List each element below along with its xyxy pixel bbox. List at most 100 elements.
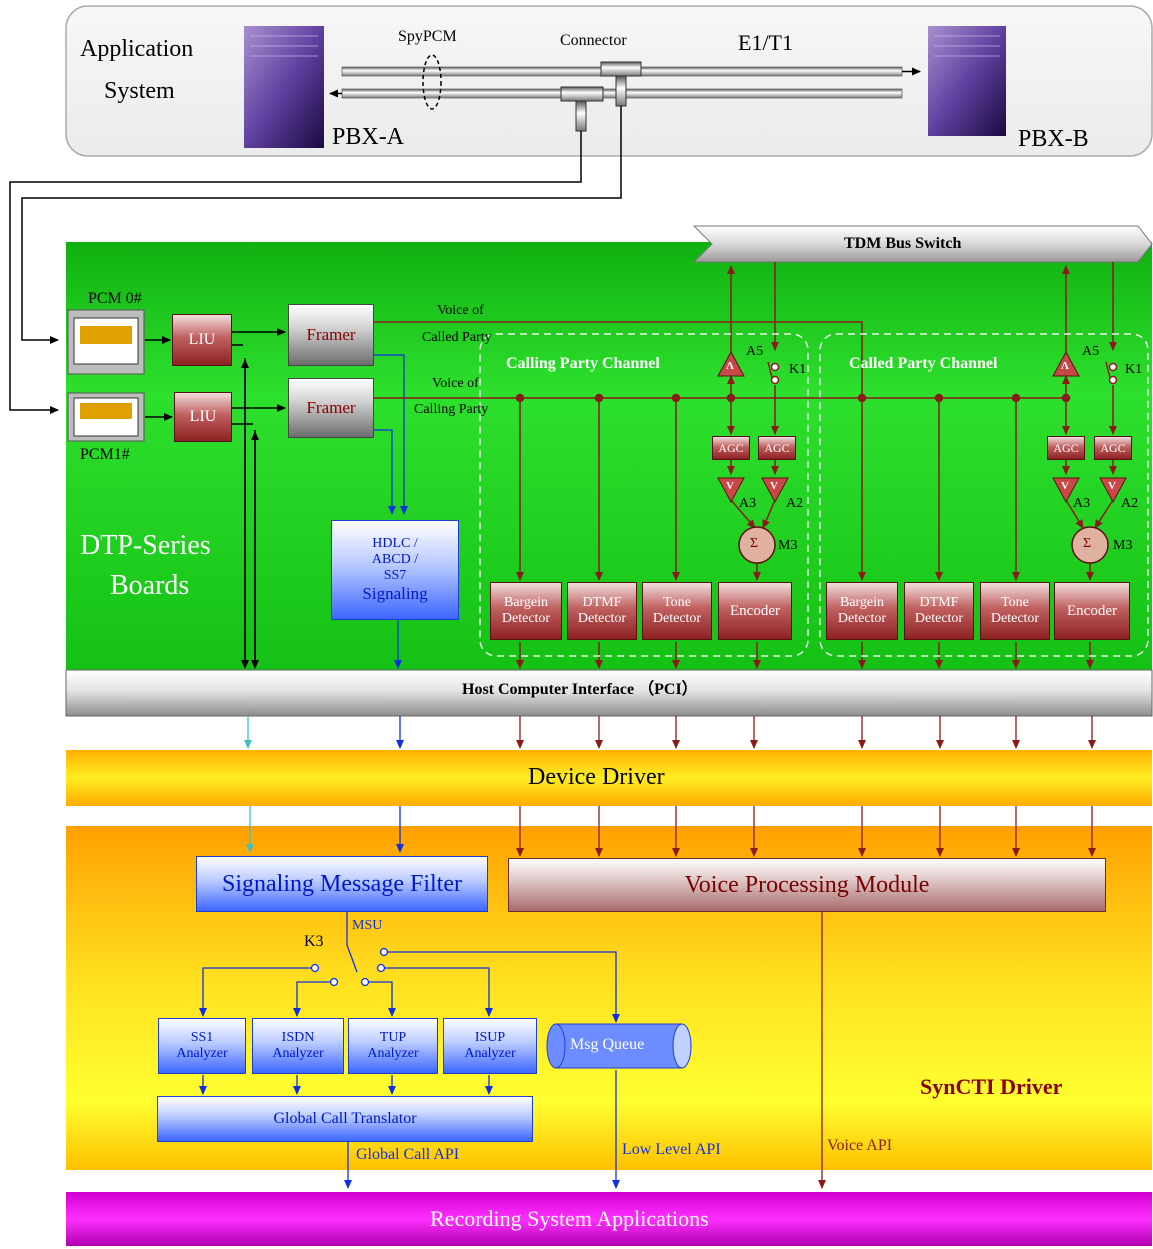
synCTI-driver-label: SynCTI Driver bbox=[920, 1074, 1063, 1099]
k1-label-called: K1 bbox=[1125, 362, 1143, 377]
voice-wires bbox=[374, 262, 1117, 669]
wire-pcm1 bbox=[9, 131, 582, 414]
bargein-text-1: Bargein bbox=[839, 595, 885, 610]
spypcm-label: SpyPCM bbox=[398, 28, 457, 45]
a5-amplifier-called bbox=[1052, 350, 1080, 377]
k1-switch-calling bbox=[767, 361, 780, 385]
m3-label-calling: M3 bbox=[778, 538, 798, 553]
pbx-a-icon bbox=[244, 26, 324, 148]
sigma-calling: Σ bbox=[750, 536, 759, 551]
calling-channel-frame bbox=[479, 333, 809, 657]
pbx-b-label: PBX-B bbox=[1018, 126, 1089, 152]
pbx-a-label: PBX-A bbox=[332, 124, 405, 150]
k1-switch-called bbox=[1105, 361, 1118, 385]
encoder-called: Encoder bbox=[1054, 582, 1130, 640]
signaling-line-3: SS7 bbox=[383, 568, 407, 584]
dtmf-text-1: DTMF bbox=[582, 595, 622, 610]
board-title-2: Boards bbox=[110, 570, 190, 601]
called-channel-frame bbox=[819, 333, 1149, 657]
pbx-b-icon bbox=[928, 26, 1006, 136]
k3-label: K3 bbox=[304, 933, 324, 950]
dtmf-text-2: Detector bbox=[577, 611, 627, 626]
isdn-text-2: Analyzer bbox=[272, 1046, 324, 1061]
tone-text-2: Detector bbox=[652, 611, 702, 626]
signaling-line-1: HDLC / bbox=[372, 536, 418, 552]
isup-text-2: Analyzer bbox=[464, 1046, 516, 1061]
voice-calling-label-2: Calling Party bbox=[414, 402, 489, 417]
dtmf-text-1: DTMF bbox=[919, 595, 959, 610]
isdn-text-1: ISDN bbox=[281, 1030, 315, 1045]
signaling-filter-box: Signaling Message Filter bbox=[196, 856, 488, 912]
voice-calling-label-1: Voice of bbox=[432, 376, 479, 391]
framer-box-1: Framer bbox=[288, 378, 374, 438]
pcm1-label: PCM1# bbox=[80, 446, 130, 463]
m3-mixer-called bbox=[1071, 526, 1109, 564]
framer-box-0: Framer bbox=[288, 304, 374, 366]
tup-text-2: Analyzer bbox=[367, 1046, 419, 1061]
bargein-text-2: Detector bbox=[837, 611, 887, 626]
signaling-line-2: ABCD / bbox=[371, 552, 419, 568]
agc-called-1: AGC bbox=[1047, 436, 1085, 460]
a5-symbol-called: Λ bbox=[1061, 360, 1069, 372]
tone-text-2: Detector bbox=[990, 611, 1040, 626]
encoder-calling: Encoder bbox=[718, 582, 792, 640]
tone-text-1: Tone bbox=[663, 595, 691, 610]
recording-apps-label: Recording System Applications bbox=[430, 1206, 709, 1231]
sigma-called: Σ bbox=[1083, 536, 1092, 551]
app-system-label-1: Application bbox=[80, 36, 194, 62]
dtmf-text-2: Detector bbox=[914, 611, 964, 626]
agc-calling-2: AGC bbox=[758, 436, 796, 460]
a3-symbol-called: V bbox=[1061, 480, 1069, 492]
connector-icon bbox=[560, 61, 642, 132]
a5-amplifier-calling bbox=[717, 350, 745, 377]
tup-text-1: TUP bbox=[379, 1030, 407, 1045]
tone-text-1: Tone bbox=[1001, 595, 1029, 610]
ss1-text-1: SS1 bbox=[190, 1030, 214, 1045]
a2-symbol-called: V bbox=[1108, 480, 1116, 492]
voice-processing-box: Voice Processing Module bbox=[508, 858, 1106, 912]
msg-queue-shape bbox=[546, 1023, 692, 1069]
calling-channel-title: Calling Party Channel bbox=[506, 355, 660, 372]
pci-bus-label: Host Computer Interface （PCI） bbox=[462, 681, 698, 698]
signaling-line-4: Signaling bbox=[362, 584, 428, 604]
isup-text-1: ISUP bbox=[474, 1030, 506, 1045]
spypcm-ellipse bbox=[422, 54, 442, 110]
a3-amplifier-called bbox=[1052, 477, 1080, 504]
pcm0-port bbox=[67, 309, 145, 375]
connector-label: Connector bbox=[560, 32, 627, 49]
tdm-bus-label: TDM Bus Switch bbox=[844, 235, 962, 252]
bargein-text-1: Bargein bbox=[503, 595, 549, 610]
signaling-box: HDLC / ABCD / SS7 Signaling bbox=[331, 520, 459, 620]
a2-label-called: A2 bbox=[1121, 496, 1139, 511]
a3-amplifier-calling bbox=[717, 477, 745, 504]
liu-box-0: LIU bbox=[172, 314, 232, 366]
m3-mixer-calling bbox=[738, 526, 776, 564]
msg-queue-label: Msg Queue bbox=[570, 1036, 645, 1053]
k3-switch-network bbox=[199, 912, 620, 1189]
a5-label-called: A5 bbox=[1082, 344, 1100, 359]
device-driver-bar bbox=[66, 750, 1152, 806]
agc-calling-1: AGC bbox=[712, 436, 750, 460]
application-system-panel bbox=[65, 5, 1153, 157]
pcm1-port bbox=[67, 392, 145, 442]
pbx-rack-lines bbox=[250, 35, 1000, 57]
a2-amplifier-calling bbox=[761, 477, 789, 504]
recording-apps-bar bbox=[66, 1192, 1152, 1246]
a2-amplifier-called bbox=[1099, 477, 1127, 504]
ss1-text-2: Analyzer bbox=[176, 1046, 228, 1061]
m3-label-called: M3 bbox=[1113, 538, 1133, 553]
voice-called-label-2: Called Party bbox=[422, 330, 492, 345]
liu-box-1: LIU bbox=[174, 392, 232, 442]
msu-label: MSU bbox=[352, 918, 383, 933]
pcm0-label: PCM 0# bbox=[88, 290, 142, 307]
a2-label-calling: A2 bbox=[786, 496, 804, 511]
voice-called-label-1: Voice of bbox=[437, 303, 484, 318]
